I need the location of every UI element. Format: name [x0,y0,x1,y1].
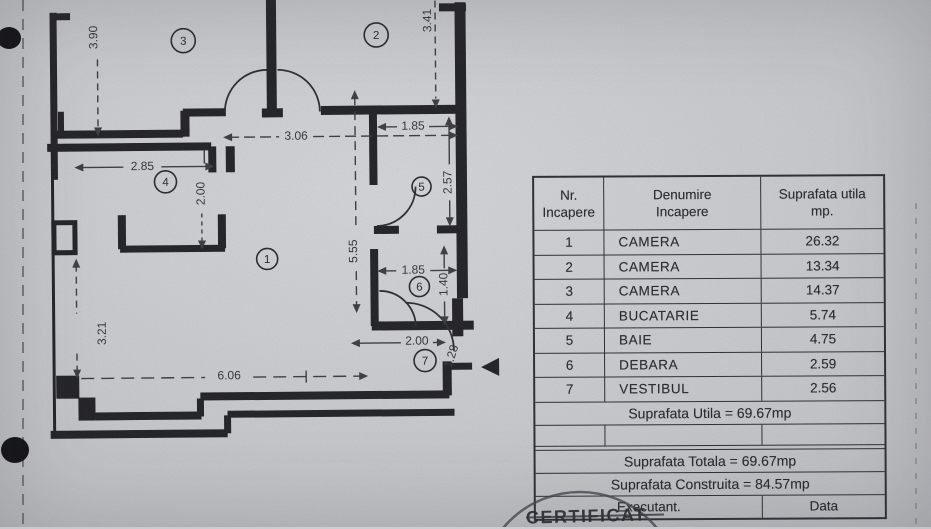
row-nr: 7 [535,377,606,402]
row-area: 14.37 [805,282,840,298]
summary-utila-text: Suprafata Utila = 69.67mp [628,404,792,421]
dim-label: 2.85 [131,159,155,173]
dim-label: 1.28 [441,343,461,370]
row-nr: 1 [534,230,605,255]
row-name: BUCATARIE [604,303,762,328]
row-area: 5.74 [809,307,837,323]
header-nr-line2: Incapere [542,204,596,220]
table-header-row: Nr. Incapere Denumire Incapere Suprafata… [534,176,883,230]
row-name: VESTIBUL [605,376,763,402]
dim-label: 6.06 [217,368,241,382]
row-nr: 4 [534,304,605,328]
table-row: 6 DEBARA 2.59 [535,350,885,377]
room-label-7: 7 [422,356,429,368]
dim-label: 3.06 [284,129,308,143]
table-row: 4 BUCATARIE 5.74 [534,301,884,328]
empty-cell [535,425,606,446]
door-arcs [223,68,455,351]
dim-label: 1.40 [436,272,450,296]
header-suprafata: Suprafata utila mp. [761,176,883,229]
row-name: CAMERA [604,254,762,279]
empty-cell [762,424,884,445]
empty-cell [605,424,763,446]
door-arc [379,290,417,327]
row-area: 4.75 [809,331,837,347]
summary-utila-row: Suprafata Utila = 69.67mp [535,399,885,425]
summary-totala-row: Suprafata Totala = 69.67mp [535,447,885,473]
dim-label: 1.85 [401,119,425,133]
door-arc [223,69,267,113]
table-row: 3 CAMERA 14.37 [534,277,884,304]
row-nr: 5 [534,328,606,353]
header-denumire-line1: Denumire [652,186,712,203]
table-row: 1 CAMERA 26.32 [534,228,884,255]
row-name: CAMERA [604,278,762,304]
dimension-lines [75,0,453,383]
header-denumire-line2: Incapere [655,204,709,220]
row-nr: 6 [535,353,606,377]
table-row: 2 CAMERA 13.34 [534,252,884,279]
header-suprafata-line1: Suprafata utila [778,186,866,202]
entrance-arrow-icon [481,357,500,376]
room-label-5: 5 [418,182,425,194]
room-number-circles: 1 2 3 4 5 6 7 [153,22,437,373]
dim-label: 2.00 [405,334,429,348]
row-name: CAMERA [604,229,762,255]
punch-hole [0,27,21,49]
footer-data: Data [809,498,839,514]
room-label-3: 3 [180,36,187,48]
door-arc [405,301,455,351]
header-nr: Nr. Incapere [534,177,605,230]
dim-label: 3.21 [95,321,109,345]
room-label-4: 4 [162,177,169,189]
dim-label: 2.57 [440,170,454,194]
rooms-table: Nr. Incapere Denumire Incapere Suprafata… [532,174,887,521]
row-area: 26.32 [805,233,840,249]
header-denumire: Denumire Incapere [604,176,762,230]
dimension-arrows [72,90,459,381]
dimension-labels: 3.90 3.41 3.06 1.85 2.85 2.00 2.57 5.55 … [86,8,461,382]
table-row: 7 VESTIBUL 2.56 [535,375,885,402]
header-nr-line1: Nr. [560,187,578,203]
table-row: 5 BAIE 4.75 [534,326,885,353]
row-nr: 3 [534,279,605,304]
header-suprafata-line2: mp. [810,203,834,219]
wall-step-block [56,375,80,399]
summary-construita-row: Suprafata Construita = 84.57mp [535,470,885,496]
room-label-6: 6 [416,282,423,294]
door-arc [376,186,417,227]
dim-label: 1.85 [402,263,426,277]
room-label-1: 1 [264,254,271,266]
dim-label: 3.41 [420,8,434,32]
wall-step-block [78,397,96,421]
row-area: 2.56 [810,380,837,396]
empty-row [535,422,885,446]
punch-hole [1,437,29,463]
room-label-2: 2 [373,30,380,42]
dim-label: 3.90 [86,25,100,49]
row-area: 13.34 [805,258,840,274]
dim-label: 5.55 [346,239,360,263]
row-area: 2.59 [809,356,837,372]
walls [47,0,474,439]
row-nr: 2 [534,255,605,279]
summary-totala-text: Suprafata Totala = 69.67mp [623,452,797,469]
door-arc [277,68,321,112]
row-name: BAIE [604,327,763,353]
dim-label: 2.00 [193,181,207,205]
row-name: DEBARA [605,352,763,377]
summary-construita-text: Suprafata Construita = 84.57mp [610,474,810,493]
wall-pillar [51,220,78,256]
